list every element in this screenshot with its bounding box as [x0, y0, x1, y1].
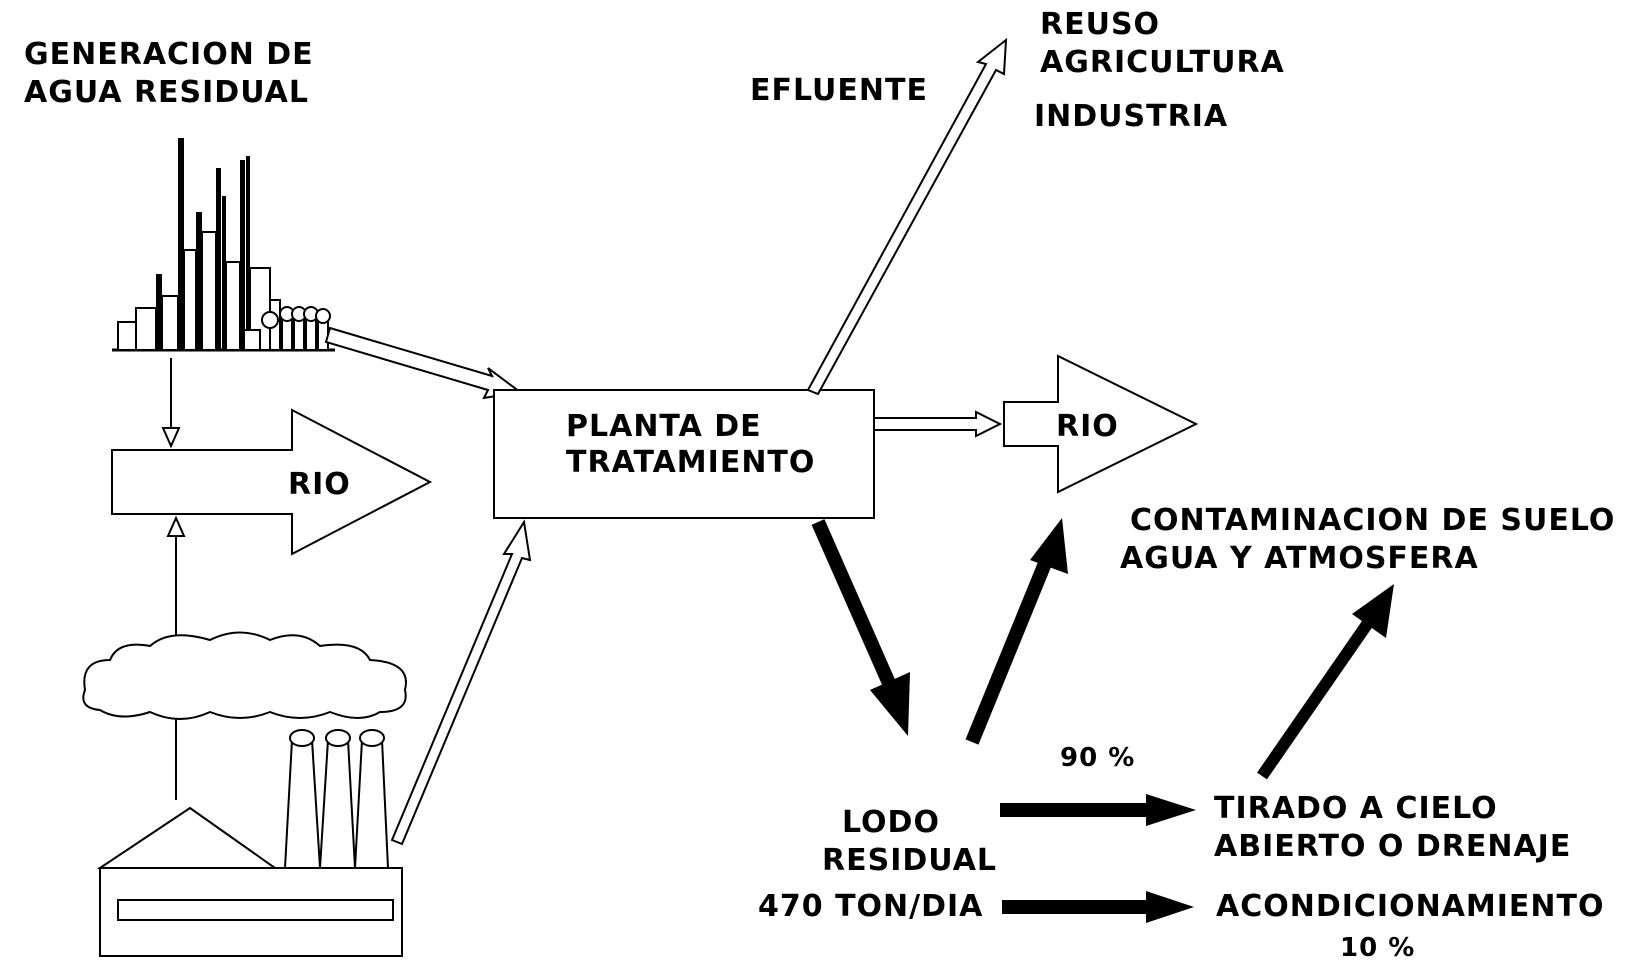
reuse-label-line1: REUSO — [1040, 7, 1160, 42]
contamination-label-line2: AGUA Y ATMOSFERA — [1120, 541, 1479, 576]
plant-to-sludge-arrow — [811, 519, 910, 736]
reuse-label-line2: AGRICULTURA — [1040, 45, 1285, 80]
dumped-label-line2: ABIERTO O DRENAJE — [1214, 829, 1571, 864]
sludge-label-line2: RESIDUAL — [822, 843, 997, 878]
factory-icon — [82, 631, 407, 957]
sludge-to-river-arrow — [965, 518, 1068, 745]
sludge-label-line1: LODO — [842, 805, 940, 840]
city-skyline-icon — [112, 138, 335, 352]
generation-label-line1: GENERACION DE — [24, 37, 314, 72]
dumped-percent: 90 % — [1060, 743, 1135, 773]
treatment-plant-box — [493, 389, 875, 519]
generation-label-line2: AGUA RESIDUAL — [24, 75, 309, 110]
river-left-arrow — [111, 408, 433, 556]
sludge-to-conditioning-arrow — [1002, 891, 1194, 923]
dumped-label-line1: TIRADO A CIELO — [1214, 791, 1498, 826]
plant-label-line1: PLANTA DE — [566, 409, 762, 444]
effluent-label: EFLUENTE — [750, 73, 928, 108]
effluent-arrow — [806, 37, 1008, 396]
conditioning-label: ACONDICIONAMIENTO — [1216, 889, 1605, 924]
factory-to-plant-arrow — [390, 519, 532, 846]
reuse-label-line3: INDUSTRIA — [1034, 99, 1228, 134]
plant-to-river-arrow — [873, 410, 1003, 438]
river-right-arrow — [1003, 354, 1199, 494]
dumped-to-contamination-arrow — [1257, 584, 1394, 780]
sludge-to-dumped-arrow — [1000, 794, 1196, 826]
plant-label-line2: TRATAMIENTO — [566, 445, 815, 480]
city-to-river-arrow — [161, 358, 181, 449]
river-left-label: RIO — [288, 467, 351, 502]
sludge-label-line3: 470 TON/DIA — [758, 889, 983, 924]
city-to-plant-arrow — [324, 326, 523, 400]
river-right-label: RIO — [1056, 409, 1119, 444]
contamination-label-line1: CONTAMINACION DE SUELO — [1130, 503, 1615, 538]
conditioning-percent: 10 % — [1340, 933, 1415, 961]
